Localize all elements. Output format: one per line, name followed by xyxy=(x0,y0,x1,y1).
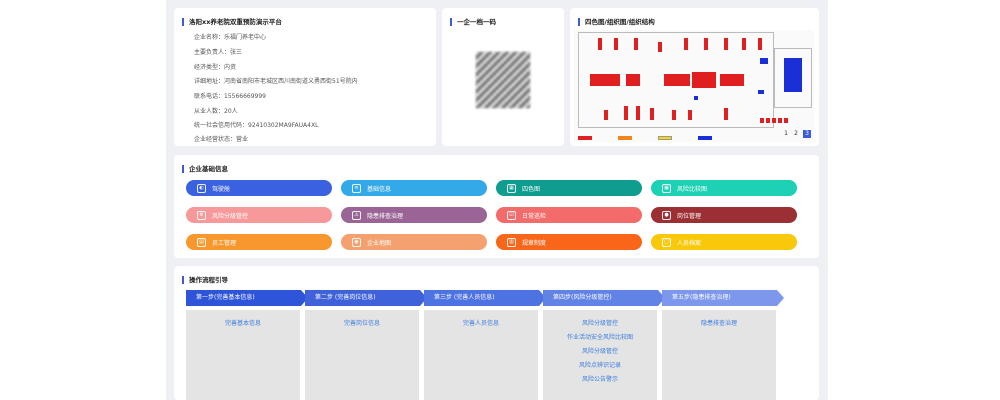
func-button-label: 日常巡检 xyxy=(522,212,547,220)
func-button-label: 风险比较图 xyxy=(677,185,708,193)
guide-step-column-1: 完善基本信息 xyxy=(186,310,300,400)
company-info-title: 洛阳xx养老院双重预防演示平台 xyxy=(182,18,282,26)
guide-link[interactable]: 作业活动安全风险比较图 xyxy=(566,334,633,341)
func-button-label: 基础信息 xyxy=(367,185,392,193)
guide-link[interactable]: 风险分级管控 xyxy=(581,348,618,355)
guide-link[interactable]: 完善基本信息 xyxy=(224,320,261,327)
func-button-label: 企业地图 xyxy=(367,239,392,247)
company-address: 详细地址：河南省南阳市老城区西川南街道义勇西街51号院内 xyxy=(194,78,358,85)
map-page-3[interactable]: 3 xyxy=(803,130,811,138)
guide-step-5[interactable]: 第五步(隐患排查治理) xyxy=(662,290,784,306)
func-button-label: 隐患排查治理 xyxy=(367,212,404,220)
enterprise-basic-panel: 企业基础信息 ◐ 驾驶舱 ≡ 基础信息 ▦ 四色图 ▣ 风险比较图 ⚙ 风险分级管控 ⚠ 隐患排查治理… xyxy=(174,155,819,258)
guide-step-2[interactable]: 第二步 (完善岗位信息) xyxy=(305,290,427,306)
guide-title: 操作流程引导 xyxy=(182,276,228,284)
func-button-7[interactable]: ☑ 日常巡检 xyxy=(496,207,642,223)
func-button-10[interactable]: ◉ 企业地图 xyxy=(341,234,487,250)
map-pin-icon: ◉ xyxy=(352,237,361,247)
guide-step-1[interactable]: 第一步(完善基本信息) xyxy=(186,290,308,306)
guide-step-column-4: 风险分级管控作业活动安全风险比较图风险分级管控风险点辨识记录风险公告警示 xyxy=(543,310,657,400)
company-staff-count: 从业人数：20人 xyxy=(194,108,238,115)
guide-step-column-5: 隐患排查治理 xyxy=(662,310,776,400)
company-info-panel: 洛阳xx养老院双重预防演示平台 企业名称：乐福门养老中心 主要负责人：张三 经济… xyxy=(174,8,436,146)
book-icon: ▥ xyxy=(507,237,516,247)
guide-step-column-2: 完善岗位信息 xyxy=(305,310,419,400)
qrcode-panel: 一企一档一码 xyxy=(442,8,564,146)
guide-step-column-3: 完善人员信息 xyxy=(424,310,538,400)
func-button-label: 驾驶舱 xyxy=(212,185,231,193)
func-button-5[interactable]: ⚙ 风险分级管控 xyxy=(186,207,332,223)
func-button-8[interactable]: ● 岗位管理 xyxy=(651,207,797,223)
qr-code-overlay xyxy=(476,52,530,108)
four-color-map-image[interactable] xyxy=(574,30,814,142)
four-color-map-panel: 四色图/组织图/组织结构 xyxy=(570,8,819,146)
func-button-label: 四色图 xyxy=(522,185,541,193)
func-button-4[interactable]: ▣ 风险比较图 xyxy=(651,180,797,196)
guide-link[interactable]: 风险点辨识记录 xyxy=(578,362,621,369)
gear-icon: ⚙ xyxy=(197,210,206,220)
func-button-label: 风险分级管控 xyxy=(212,212,249,220)
func-button-1[interactable]: ◐ 驾驶舱 xyxy=(186,180,332,196)
func-button-label: 岗位管理 xyxy=(677,212,702,220)
company-owner: 主要负责人：张三 xyxy=(194,49,243,56)
func-button-6[interactable]: ⚠ 隐患排查治理 xyxy=(341,207,487,223)
id-card-icon: ▤ xyxy=(197,237,206,247)
guide-link[interactable]: 完善岗位信息 xyxy=(343,320,380,327)
func-button-3[interactable]: ▦ 四色图 xyxy=(496,180,642,196)
company-name: 企业名称：乐福门养老中心 xyxy=(194,34,267,41)
dashboard-icon: ◐ xyxy=(197,183,206,193)
grid-icon: ▦ xyxy=(507,183,516,193)
guide-link[interactable]: 完善人员信息 xyxy=(462,320,499,327)
document-icon: ≡ xyxy=(352,183,361,193)
guide-link[interactable]: 风险分级管控 xyxy=(581,320,618,327)
company-credit-code: 统一社会信用代码：92410302MA9FAUA4XL xyxy=(194,122,319,129)
check-list-icon: ☑ xyxy=(507,210,516,220)
company-economy-type: 经济类型：内资 xyxy=(194,64,237,71)
company-phone: 联系电话：15566669999 xyxy=(194,93,266,100)
profile-icon: ▢ xyxy=(662,237,671,247)
user-icon: ● xyxy=(662,210,671,220)
func-button-2[interactable]: ≡ 基础信息 xyxy=(341,180,487,196)
func-button-9[interactable]: ▤ 员工管理 xyxy=(186,234,332,250)
basic-title: 企业基础信息 xyxy=(182,165,228,173)
guide-link[interactable]: 隐患排查治理 xyxy=(700,320,737,327)
func-button-label: 规章制度 xyxy=(522,239,547,247)
guide-link[interactable]: 风险公告警示 xyxy=(581,376,618,383)
func-button-label: 人员档案 xyxy=(677,239,702,247)
map-page-2[interactable]: 2 xyxy=(794,130,798,137)
guide-step-4[interactable]: 第四步(风险分级管控) xyxy=(543,290,665,306)
func-button-11[interactable]: ▥ 规章制度 xyxy=(496,234,642,250)
func-button-label: 员工管理 xyxy=(212,239,237,247)
guide-step-3[interactable]: 第三步 (完善人员信息) xyxy=(424,290,546,306)
main-canvas: 洛阳xx养老院双重预防演示平台 企业名称：乐福门养老中心 主要负责人：张三 经济… xyxy=(166,0,828,400)
image-icon: ▣ xyxy=(662,183,671,193)
func-button-12[interactable]: ▢ 人员档案 xyxy=(651,234,797,250)
company-status: 企业经营状态：营业 xyxy=(194,136,249,143)
qrcode-title: 一企一档一码 xyxy=(450,18,496,26)
map-title: 四色图/组织图/组织结构 xyxy=(578,18,655,26)
warning-icon: ⚠ xyxy=(352,210,361,220)
map-page-1[interactable]: 1 xyxy=(784,130,788,137)
